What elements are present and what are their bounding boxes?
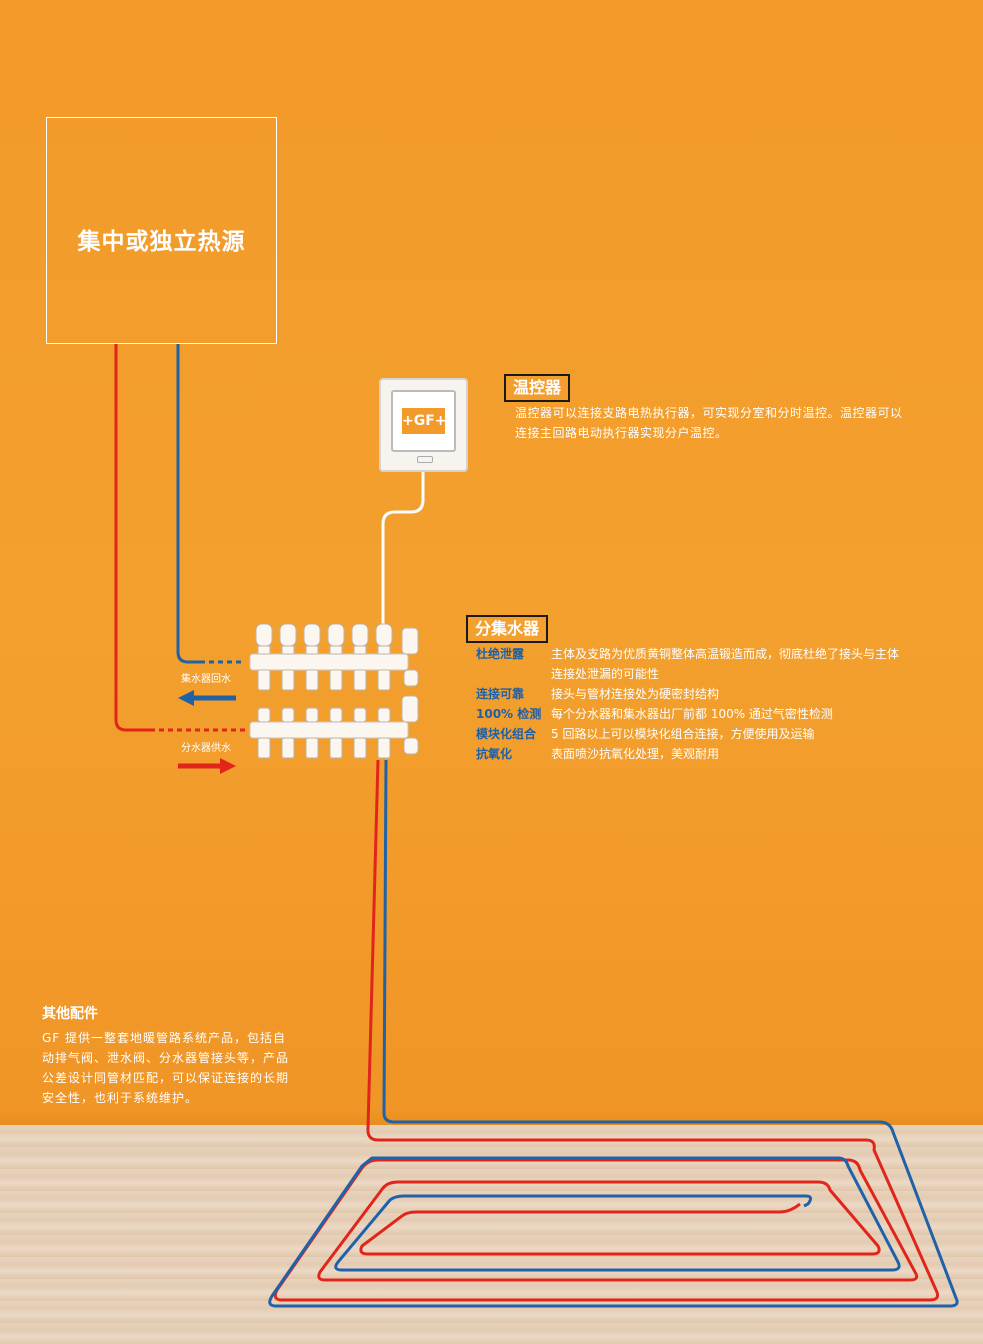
other-parts-line: 动排气阀、泄水阀、分水器管接头等，产品 (42, 1051, 290, 1065)
thermostat-description-line: 连接主回路电动执行器实现分户温控。 (515, 426, 728, 440)
return-water-label: 集水器回水 (181, 674, 231, 685)
feature-value: 5 回路以上可以模块化组合连接，方便使用及运输 (551, 727, 815, 741)
floor-return-loop (268, 759, 959, 1308)
supply-main-pipe (114, 344, 150, 732)
supply-manifold-bar (249, 721, 409, 739)
thermostat-wire (381, 472, 425, 628)
feature-row: 抗氧化 表面喷沙抗氧化处理，美观耐用 (476, 744, 951, 764)
supply-arrow-icon (220, 758, 236, 774)
feature-key: 模块化组合 (476, 727, 537, 741)
return-main-pipe (176, 344, 200, 664)
floor-supply-loop (273, 759, 939, 1302)
thermostat-screen: +GF+ (391, 390, 456, 452)
other-parts-text: GF 提供一整套地暖管路系统产品，包括自 动排气阀、泄水阀、分水器管接头等，产品… (42, 1028, 302, 1108)
feature-value-line: 连接处泄漏的可能性 (551, 667, 660, 681)
manifold-feature-list: 杜绝泄露 主体及支路为优质黄铜整体高温锻造而成，彻底杜绝了接头与主体 连接处泄漏… (476, 644, 951, 764)
other-parts-line: 安全性，也利于系统维护。 (42, 1091, 199, 1105)
orange-wall-background (0, 0, 983, 1125)
feature-row: 连接可靠 接头与管材连接处为硬密封结构 (476, 684, 951, 704)
feature-value: 接头与管材连接处为硬密封结构 (551, 687, 720, 701)
supply-water-label: 分水器供水 (181, 743, 231, 754)
feature-row: 模块化组合 5 回路以上可以模块化组合连接，方便使用及运输 (476, 724, 951, 744)
return-arrow-icon (178, 690, 194, 706)
thermostat-description: 温控器可以连接支路电热执行器，可实现分室和分时温控。温控器可以 连接主回路电动执… (515, 403, 955, 443)
feature-value-line: 主体及支路为优质黄铜整体高温锻造而成，彻底杜绝了接头与主体 (551, 647, 900, 661)
feature-value: 每个分水器和集水器出厂前都 100% 通过气密性检测 (551, 707, 833, 721)
feature-key: 100% 检测 (476, 707, 542, 721)
feature-row: 100% 检测 每个分水器和集水器出厂前都 100% 通过气密性检测 (476, 704, 951, 724)
heat-source-label: 集中或独立热源 (77, 229, 246, 255)
thermostat-description-line: 温控器可以连接支路电热执行器，可实现分室和分时温控。温控器可以 (515, 406, 903, 420)
thermostat-title: 温控器 (504, 374, 571, 402)
other-parts-line: GF 提供一整套地暖管路系统产品，包括自 (42, 1031, 287, 1045)
other-parts-title: 其他配件 (42, 1006, 98, 1022)
gf-logo: +GF+ (402, 408, 447, 434)
feature-value: 主体及支路为优质黄铜整体高温锻造而成，彻底杜绝了接头与主体 连接处泄漏的可能性 (551, 644, 951, 684)
return-manifold-bar (249, 653, 409, 671)
thermostat-device: +GF+ (379, 378, 468, 472)
heat-source-box: 集中或独立热源 (46, 117, 277, 344)
feature-value: 表面喷沙抗氧化处理，美观耐用 (551, 747, 720, 761)
feature-row: 杜绝泄露 主体及支路为优质黄铜整体高温锻造而成，彻底杜绝了接头与主体 连接处泄漏… (476, 644, 951, 684)
thermostat-button-icon (417, 456, 433, 463)
feature-key: 杜绝泄露 (476, 647, 525, 661)
manifold-title: 分集水器 (466, 615, 549, 643)
feature-key: 抗氧化 (476, 747, 513, 761)
manifold-group (249, 623, 419, 759)
feature-key: 连接可靠 (476, 687, 525, 701)
other-parts-line: 公差设计同管材匹配，可以保证连接的长期 (42, 1071, 290, 1085)
